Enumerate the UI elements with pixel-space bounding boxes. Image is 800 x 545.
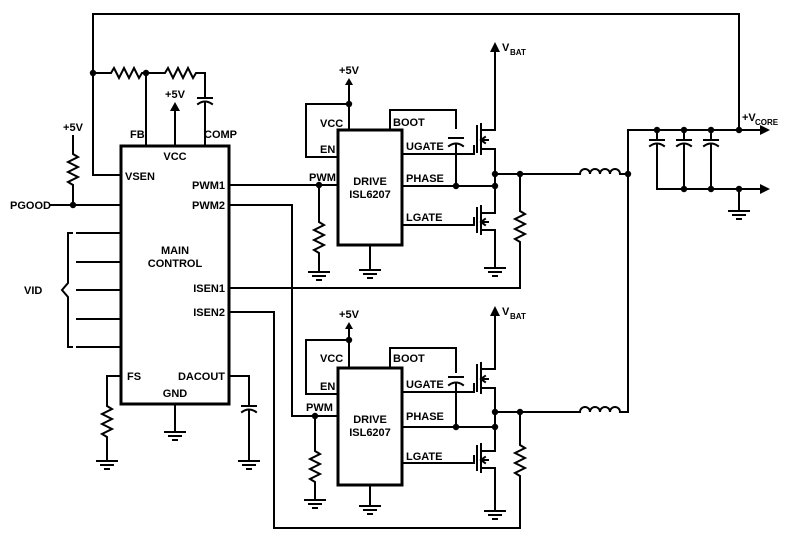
main-pin-pwm2: PWM2 [192,200,225,212]
pgood-pullup-resistor [67,149,79,190]
isen1-resistor [514,206,526,247]
main-pin-pwm1: PWM1 [192,180,225,192]
isen2-resistor [514,440,526,481]
arrow-right-icon [760,125,770,135]
comp-capacitor [197,87,213,115]
vbat-2: V [502,306,510,318]
driver1-pin-ugate: UGATE [406,141,444,153]
driver2-title-2: ISL6207 [349,427,391,439]
output-capacitor-1 [649,129,665,157]
fb-resistor-2 [160,67,201,79]
fb-resistor-1 [106,67,147,79]
inductor-2 [578,406,622,414]
vbat-1-sub: BAT [510,48,526,57]
vid-label: VID [24,285,42,297]
main-pin-comp: COMP [204,129,237,141]
main-control-title-1: MAIN [161,245,189,257]
driver1-pin-pwm: PWM [309,172,336,184]
pwm2-resistor [309,446,321,487]
main-pin-dacout: DACOUT [178,371,225,383]
driver-1: DRIVE ISL6207 VCC EN PWM BOOT UGATE PHAS… [309,117,444,247]
ground-dacout [238,454,260,470]
vcore-label-sub: CORE [755,118,779,127]
pgood-label: PGOOD [10,200,51,212]
ground-pwm2 [304,493,326,509]
ground-output [728,204,750,220]
ground-lowfet-1 [484,261,506,277]
vbat-2-sub: BAT [510,312,526,321]
pwm1-resistor [313,217,325,258]
inductor-1 [578,168,622,176]
driver-2: DRIVE ISL6207 VCC EN PWM BOOT UGATE PHAS… [306,353,444,487]
driver1-pin-lgate: LGATE [406,212,442,224]
arrow-up-icon [170,102,180,111]
main-pin-fb: FB [130,129,145,141]
driver1-pin-en: EN [320,144,335,156]
arrow-up-icon [490,306,500,316]
driver2-pin-ugate: UGATE [406,379,444,391]
driver1-title-1: DRIVE [353,176,387,188]
dacout-capacitor [241,395,257,423]
vcore-label: +V [742,112,756,124]
pgood-pullup-supply: +5V [63,122,84,134]
main-control-title-2: CONTROL [148,258,203,270]
main-pin-gnd: GND [163,388,188,400]
main-pin-fs: FS [127,371,141,383]
driver2-pin-lgate: LGATE [406,451,442,463]
driver2-pin-phase: PHASE [406,411,444,423]
driver2-pin-boot: BOOT [393,353,425,365]
driver1-pin-vcc: VCC [320,118,343,130]
main-vcc-supply: +5V [165,89,186,101]
fs-resistor [101,401,113,442]
driver2-pin-pwm: PWM [306,402,333,414]
main-pin-isen1: ISEN1 [193,283,225,295]
main-control-ic: MAIN CONTROL VCC VSEN PWM1 PWM2 ISEN1 IS… [119,129,237,406]
main-pin-vcc: VCC [163,151,186,163]
arrow-right-icon [760,184,770,194]
ground-main [164,425,186,441]
ground-fs [96,454,118,470]
arrow-up-icon [345,78,353,85]
output-capacitor-3 [703,129,719,157]
ground-driver1 [359,263,381,279]
driver2-pin-vcc: VCC [320,353,343,365]
output-capacitor-2 [676,129,692,157]
driver1-title-2: ISL6207 [349,189,391,201]
ground-driver2 [359,499,381,515]
driver1-pin-boot: BOOT [393,117,425,129]
driver1-pin-phase: PHASE [406,173,444,185]
vbat-1: V [502,42,510,54]
driver2-supply: +5V [339,309,360,321]
main-pin-isen2: ISEN2 [193,307,225,319]
driver1-supply: +5V [339,65,360,77]
driver2-title-1: DRIVE [353,414,387,426]
arrow-up-icon [490,42,500,52]
driver2-pin-en: EN [320,381,335,393]
ground-lowfet-2 [484,504,506,520]
arrow-up-icon [345,322,353,329]
main-pin-vsen: VSEN [125,171,155,183]
ground-pwm1 [308,265,330,281]
